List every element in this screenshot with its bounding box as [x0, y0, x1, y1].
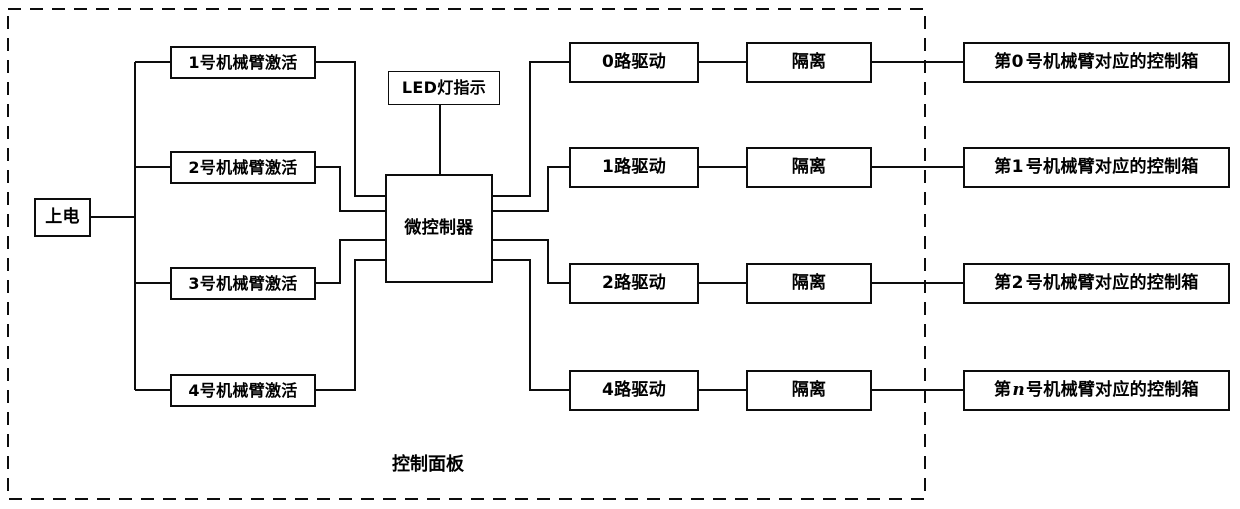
- led-indicator-label: LED灯指示: [401, 78, 487, 97]
- control-panel-caption-text: 控制面板: [392, 454, 464, 475]
- driver-stage-1-label: 1路驱动: [601, 157, 667, 177]
- isolation-stage-3-label: 隔离: [791, 380, 827, 400]
- driver-stage-1[interactable]: 1路驱动: [569, 147, 699, 188]
- microcontroller-label: 微控制器: [404, 218, 474, 238]
- wire-controller-to-driver-2: [492, 239, 569, 284]
- activation-input-1[interactable]: 1号机械臂激活: [170, 46, 316, 79]
- wire-activation-1-to-controller: [315, 61, 385, 197]
- driver-stage-4[interactable]: 4路驱动: [569, 370, 699, 411]
- activation-input-2[interactable]: 2号机械臂激活: [170, 151, 316, 184]
- isolation-stage-2[interactable]: 隔离: [746, 263, 872, 304]
- isolation-stage-1[interactable]: 隔离: [746, 147, 872, 188]
- activation-input-4[interactable]: 4号机械臂激活: [170, 374, 316, 407]
- control-box-0-label-prefix: 第0: [994, 52, 1024, 72]
- wire-controller-to-driver-0: [492, 61, 569, 197]
- activation-input-2-label: 2号机械臂激活: [188, 157, 298, 177]
- control-box-n-label-prefix: 第: [994, 380, 1012, 400]
- control-box-0-label-suffix: 号机械臂对应的控制箱: [1025, 52, 1199, 72]
- led-indicator-node[interactable]: LED灯指示: [388, 71, 500, 105]
- control-box-1-label-prefix: 第1: [994, 157, 1024, 177]
- isolation-stage-2-label: 隔离: [791, 273, 827, 293]
- driver-stage-0-label: 0路驱动: [601, 52, 667, 72]
- isolation-stage-1-label: 隔离: [791, 157, 827, 177]
- power-node[interactable]: 上电: [34, 198, 91, 237]
- activation-input-3[interactable]: 3号机械臂激活: [170, 267, 316, 300]
- power-node-label: 上电: [45, 207, 80, 227]
- control-panel-caption: 控制面板: [392, 450, 464, 476]
- control-box-2-label-prefix: 第2: [994, 273, 1024, 293]
- isolation-stage-0[interactable]: 隔离: [746, 42, 872, 83]
- isolation-stage-3[interactable]: 隔离: [746, 370, 872, 411]
- driver-stage-4-label: 4路驱动: [601, 380, 667, 400]
- wire-controller-to-driver-1: [492, 166, 569, 212]
- control-box-1-label-suffix: 号机械臂对应的控制箱: [1025, 157, 1199, 177]
- wire-activation-4-to-controller: [315, 259, 385, 391]
- driver-stage-2-label: 2路驱动: [601, 273, 667, 293]
- activation-input-4-label: 4号机械臂激活: [188, 380, 298, 400]
- driver-stage-0[interactable]: 0路驱动: [569, 42, 699, 83]
- control-box-n-label-suffix: 号机械臂对应的控制箱: [1025, 380, 1199, 400]
- wire-activation-2-to-controller: [315, 166, 385, 212]
- control-box-n-label-index: n: [1012, 380, 1025, 400]
- activation-input-3-label: 3号机械臂激活: [188, 273, 298, 293]
- microcontroller-node[interactable]: 微控制器: [385, 174, 493, 283]
- driver-stage-2[interactable]: 2路驱动: [569, 263, 699, 304]
- activation-input-1-label: 1号机械臂激活: [188, 52, 298, 72]
- wire-activation-3-to-controller: [315, 239, 385, 284]
- control-box-2-label-suffix: 号机械臂对应的控制箱: [1025, 273, 1199, 293]
- wire-controller-to-driver-4: [492, 259, 569, 391]
- isolation-stage-0-label: 隔离: [791, 52, 827, 72]
